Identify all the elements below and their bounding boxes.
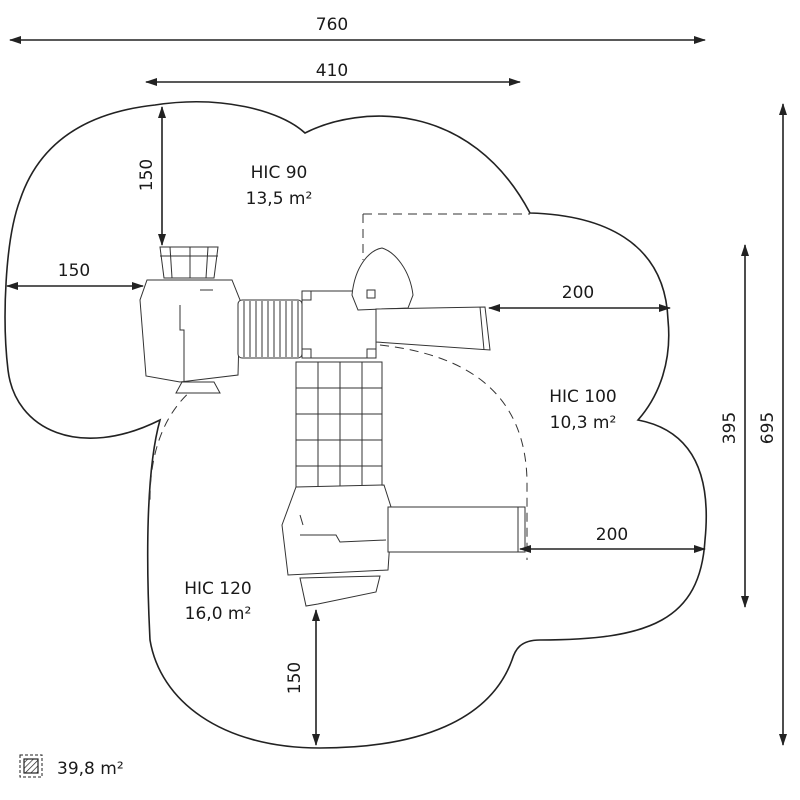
dim-bottom-offset: 150 [285,662,305,694]
zone-hic100-name: HIC 100 [549,387,617,407]
dim-slide2-right: 200 [596,525,628,545]
dim-inner-width: 410 [316,61,348,81]
zone-hic90-name: HIC 90 [251,163,308,183]
lower-tower [281,484,393,607]
zone-hic90-area: 13,5 m² [246,189,313,209]
safety-zone-outline [4,101,707,749]
central-roof [351,247,414,311]
left-tower [139,246,241,394]
legend-total-area: 39,8 m² [57,759,124,779]
zone-hic100-area: 10,3 m² [550,413,617,433]
tube-tunnel [237,299,303,359]
dim-total-width: 760 [316,15,348,35]
zone-boundary-hic120 [149,384,199,501]
legend: 39,8 m² [19,754,124,779]
zone-hic120-name: HIC 120 [184,579,252,599]
dim-slide-right: 200 [562,283,594,303]
lower-slide [387,506,526,553]
upper-slide [375,306,491,351]
net-bridge [295,361,383,493]
dim-top-offset: 150 [137,159,157,191]
dim-height-inner: 395 [720,412,740,444]
zone-boundary-hic100 [379,344,528,560]
zone-hic120-area: 16,0 m² [185,604,252,624]
hatched-square-icon [19,754,43,778]
dim-height-total: 695 [758,412,778,444]
dim-left-offset: 150 [58,261,90,281]
